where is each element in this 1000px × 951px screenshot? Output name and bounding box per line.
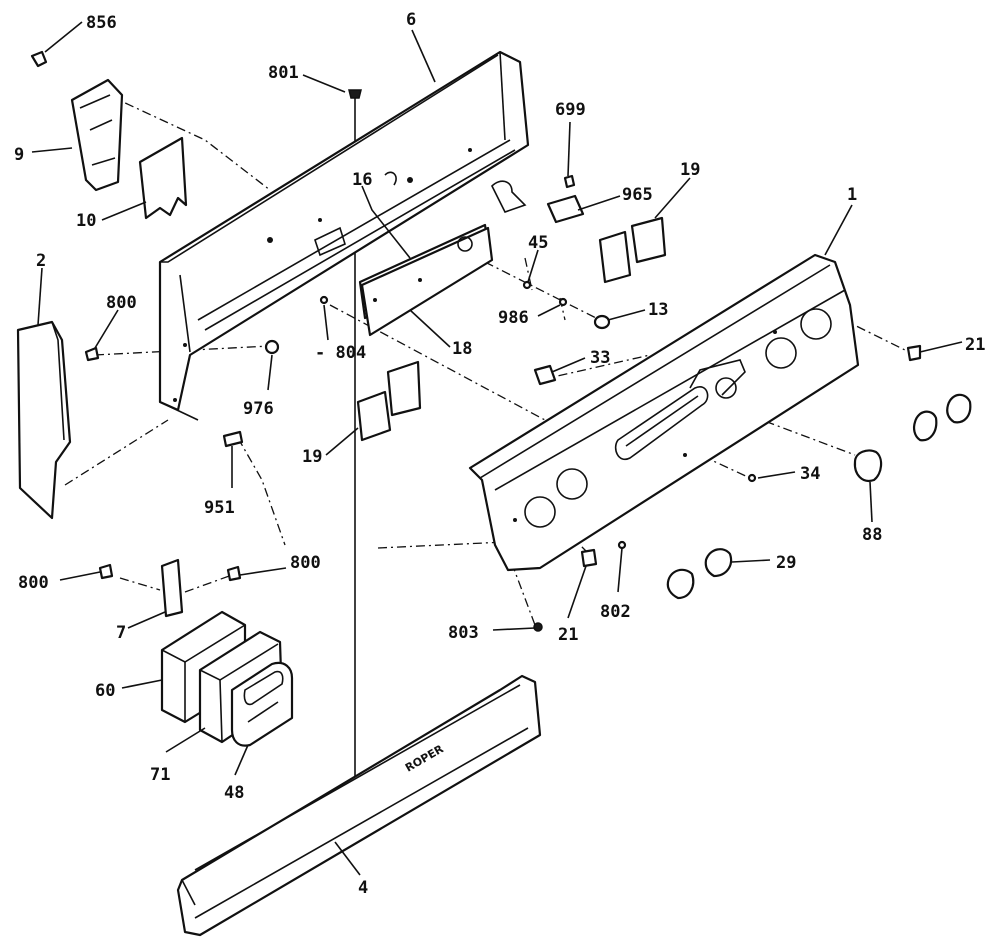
part-6-backguard-frame (158, 50, 530, 421)
callout-34: 34 (800, 464, 820, 484)
part-48-clock-bezel (230, 661, 294, 747)
callout-labels: 856 6 801 699 9 16 965 19 10 45 1 2 800 … (14, 10, 985, 898)
callout-699: 699 (555, 100, 586, 120)
part-4-trim: ROPER (176, 674, 542, 937)
callout-986: 986 (498, 308, 529, 328)
part-19-switch-upper (598, 216, 667, 284)
part-856-clip (30, 50, 48, 68)
callout-21-right: 21 (965, 335, 985, 355)
callout-9: 9 (14, 145, 24, 165)
part-33-clip (533, 364, 557, 386)
callout-16: 16 (352, 170, 372, 190)
part-800-screw-b (98, 563, 114, 580)
part-804-screw (319, 295, 329, 305)
callout-71: 71 (150, 765, 170, 785)
part-2-side-panel (16, 320, 72, 520)
part-976-nut (264, 339, 280, 355)
callout-4: 4 (358, 878, 368, 898)
callout-33: 33 (590, 348, 610, 368)
part-13-grommet (593, 314, 611, 330)
part-45-screw (522, 280, 532, 290)
part-21-screw-right (906, 344, 922, 362)
callout-800-mid: 800 (290, 553, 321, 573)
callout-leaders (31, 21, 963, 876)
part-88-knob (853, 449, 883, 482)
part-800-screw-a (84, 346, 100, 362)
callout-856: 856 (86, 13, 117, 33)
part-1-control-panel (468, 253, 860, 572)
callout-21-lower: 21 (558, 625, 578, 645)
callout-6: 6 (406, 10, 416, 30)
callout-10: 10 (76, 211, 96, 231)
callout-804: - 804 (315, 343, 366, 363)
callout-19-lower: 19 (302, 447, 322, 467)
callout-965: 965 (622, 185, 653, 205)
callout-800-upper: 800 (106, 293, 137, 313)
callout-19-upper: 19 (680, 160, 700, 180)
callout-18: 18 (452, 339, 472, 359)
part-21-screw-lower (580, 548, 598, 568)
part-29-knob-pair (666, 548, 733, 600)
part-10-shield (138, 136, 188, 220)
callout-976: 976 (243, 399, 274, 419)
part-800-screw-c (226, 565, 242, 582)
callout-2: 2 (36, 251, 46, 271)
callout-801: 801 (268, 63, 299, 83)
part-88-knob-pair (912, 393, 972, 442)
part-986-screw (558, 297, 568, 307)
part-802-screw (617, 540, 627, 550)
callout-60: 60 (95, 681, 115, 701)
part-803-screw (533, 622, 543, 632)
callout-45: 45 (528, 233, 548, 253)
part-19-switch-lower (356, 360, 422, 442)
part-965-bracket (491, 180, 585, 224)
callout-13: 13 (648, 300, 668, 320)
callout-803: 803 (448, 623, 479, 643)
callout-951: 951 (204, 498, 235, 518)
callout-29: 29 (776, 553, 796, 573)
part-34-screw (747, 473, 757, 483)
part-951-clip (222, 430, 244, 448)
part-9-bracket (70, 78, 124, 192)
part-7-bracket (160, 558, 184, 618)
part-801-screw (348, 89, 362, 99)
part-699-screw (563, 174, 576, 189)
callout-802: 802 (600, 602, 631, 622)
callout-7: 7 (116, 623, 126, 643)
part-18-bracket (360, 226, 494, 337)
callout-800-left: 800 (18, 573, 49, 593)
callout-1: 1 (847, 185, 857, 205)
callout-88: 88 (862, 525, 882, 545)
callout-48: 48 (224, 783, 244, 803)
